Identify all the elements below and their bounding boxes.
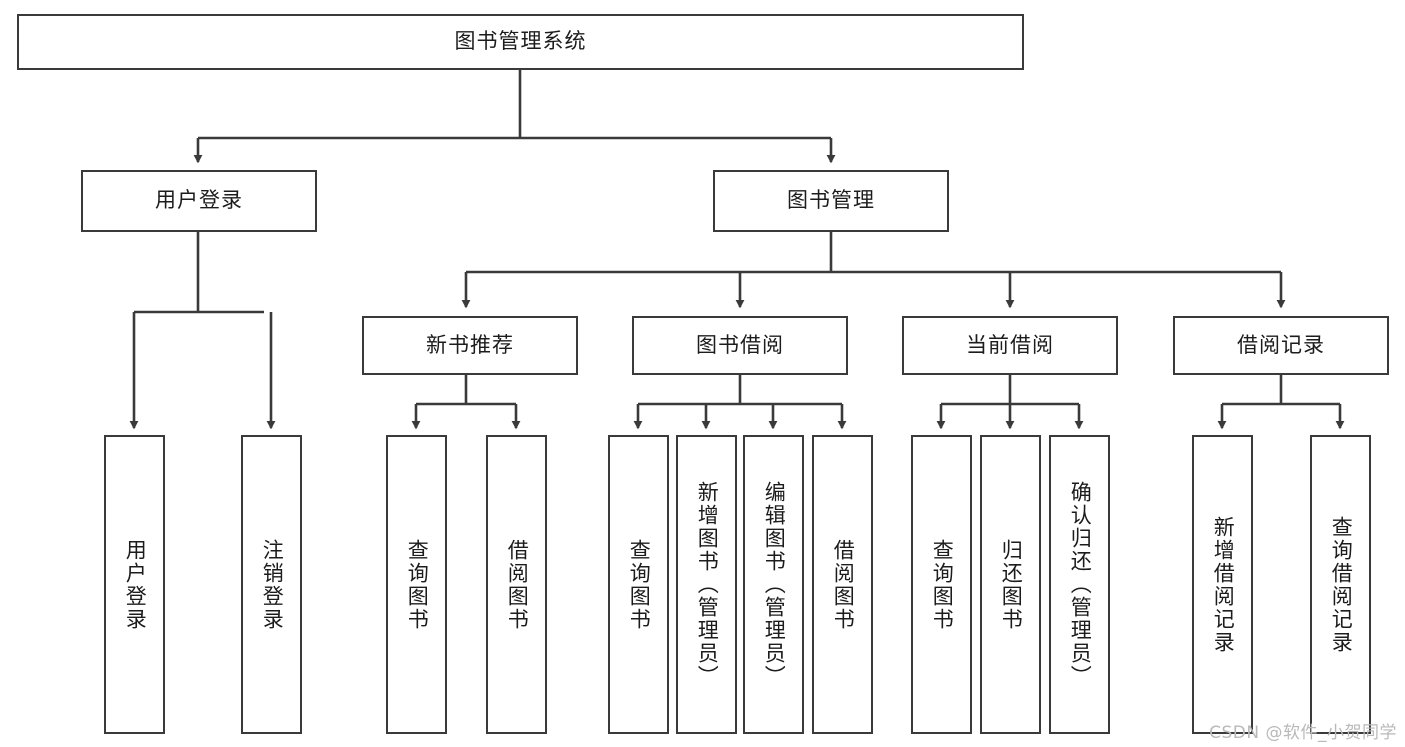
leaf-query-borrow-record[interactable]: 查询借阅记录: [1310, 435, 1371, 734]
leaf-query-books-current[interactable]: 查询图书: [911, 435, 972, 734]
node-label: 确认归还（管理员）: [1068, 481, 1093, 688]
leaf-edit-book-admin[interactable]: 编辑图书（管理员）: [743, 435, 804, 734]
node-label: 查询图书: [627, 538, 652, 631]
leaf-borrow-books-newbook[interactable]: 借阅图书: [486, 435, 547, 734]
node-label: 归还图书: [999, 538, 1024, 631]
csdn-watermark: CSDN @软件_小贺同学: [1209, 723, 1397, 743]
node-label: 当前借阅: [966, 332, 1054, 357]
node-label: 用户登录: [155, 188, 243, 213]
leaf-query-books-borrow[interactable]: 查询图书: [608, 435, 669, 734]
leaf-confirm-return-admin[interactable]: 确认归还（管理员）: [1049, 435, 1110, 734]
node-new-book-recommendation[interactable]: 新书推荐: [362, 316, 578, 375]
node-label: 借阅图书: [505, 538, 530, 631]
node-root-book-management-system[interactable]: 图书管理系统: [17, 14, 1024, 70]
node-label: 注销登录: [260, 538, 285, 631]
node-label: 新书推荐: [426, 332, 514, 357]
node-label: 图书借阅: [696, 332, 784, 357]
node-label: 图书管理: [787, 188, 875, 213]
leaf-user-login[interactable]: 用户登录: [104, 435, 165, 734]
node-user-login[interactable]: 用户登录: [81, 170, 317, 232]
node-book-borrowing[interactable]: 图书借阅: [632, 316, 848, 375]
leaf-add-book-admin[interactable]: 新增图书（管理员）: [676, 435, 737, 734]
node-label: 查询借阅记录: [1329, 515, 1354, 654]
leaf-query-books-newbook[interactable]: 查询图书: [386, 435, 447, 734]
node-current-borrowing[interactable]: 当前借阅: [902, 316, 1118, 375]
node-label: 新增图书（管理员）: [695, 481, 720, 688]
node-label: 借阅记录: [1237, 332, 1325, 357]
node-label: 用户登录: [123, 538, 148, 631]
leaf-borrow-books-borrow[interactable]: 借阅图书: [812, 435, 873, 734]
leaf-add-borrow-record[interactable]: 新增借阅记录: [1192, 435, 1253, 734]
node-borrow-records[interactable]: 借阅记录: [1173, 316, 1389, 375]
node-book-management[interactable]: 图书管理: [713, 170, 949, 232]
node-label: 查询图书: [930, 538, 955, 631]
leaf-return-books[interactable]: 归还图书: [980, 435, 1041, 734]
leaf-logout[interactable]: 注销登录: [241, 435, 302, 734]
node-label: 查询图书: [405, 538, 430, 631]
node-label: 图书管理系统: [454, 29, 587, 54]
node-label: 新增借阅记录: [1211, 515, 1236, 654]
node-label: 编辑图书（管理员）: [762, 481, 787, 688]
node-label: 借阅图书: [831, 538, 856, 631]
